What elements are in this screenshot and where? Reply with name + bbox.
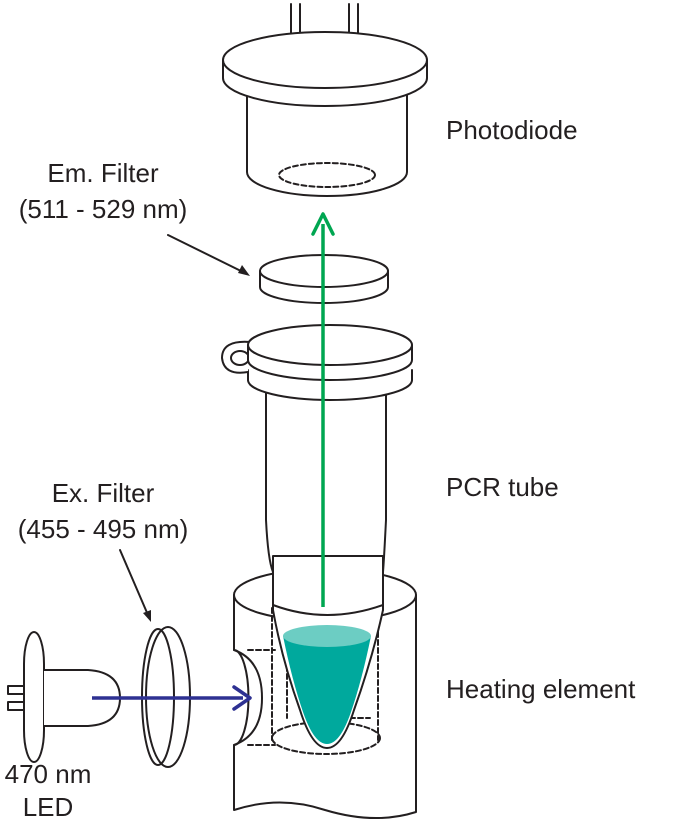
em-filter-pointer (167, 234, 246, 274)
sample-liquid (283, 636, 371, 744)
photodiode-component (222, 3, 428, 197)
pcr-tube-label: PCR tube (446, 472, 559, 502)
excitation-arrow-head (232, 685, 252, 711)
emission-arrow-head (311, 212, 335, 236)
heating-element-label: Heating element (446, 674, 636, 704)
photodiode-label: Photodiode (446, 115, 578, 145)
sample-surface (283, 625, 371, 647)
ex-filter-label-line2: (455 - 495 nm) (17, 514, 189, 544)
led-pins (7, 685, 25, 711)
photodiode-window (278, 162, 376, 188)
ex-filter-pointer (119, 549, 149, 616)
led-base (23, 631, 45, 763)
led-label-line2: LED (22, 792, 74, 822)
photodiode-flange-top (222, 31, 428, 89)
em-filter-label-line1: Em. Filter (47, 158, 159, 188)
led-component (7, 631, 121, 763)
em-filter-pointer-head (238, 265, 250, 276)
led-label-line1: 470 nm (4, 759, 92, 789)
ex-filter-pointer-head (143, 610, 151, 622)
ex-filter-label-line1: Ex. Filter (51, 478, 155, 508)
em-filter-label-line2: (511 - 529 nm) (18, 194, 188, 224)
pcr-tube (221, 324, 413, 749)
